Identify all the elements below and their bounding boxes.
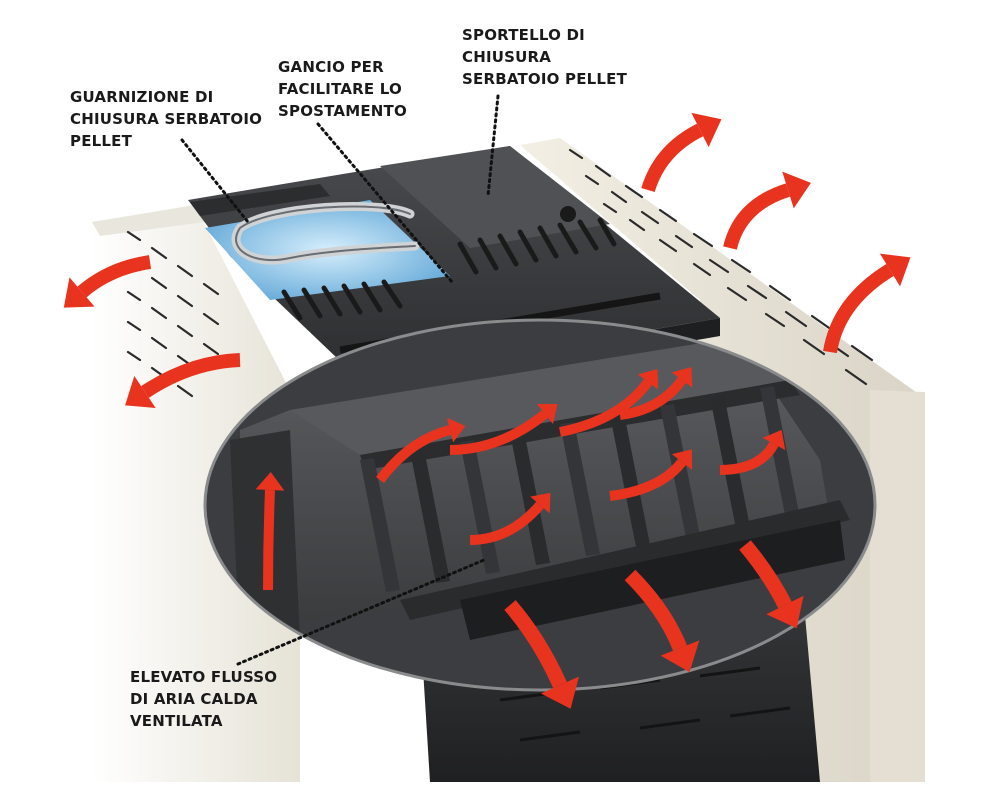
hot-air-arrow: [469, 492, 551, 545]
leader-gasket: [180, 138, 250, 224]
vent-fin: [510, 431, 550, 565]
vent-fin: [760, 386, 800, 520]
hot-air-arrow: [559, 369, 659, 437]
callout-door: SPORTELLO DI CHIUSURA SERBATOIO PELLET: [462, 24, 627, 90]
hot-air-arrow: [125, 353, 241, 408]
callout-hook: GANCIO PER FACILITARE LO SPOSTAMENTO: [278, 56, 407, 122]
hot-air-arrow: [376, 417, 466, 484]
hot-air-arrow: [449, 404, 558, 455]
callout-gasket-line-2: CHIUSURA SERBATOIO: [70, 110, 263, 128]
callout-door-line-2: CHIUSURA: [462, 48, 552, 66]
vent-fin: [610, 413, 650, 547]
callout-door-line-1: SPORTELLO DI: [462, 26, 585, 44]
callout-gasket: GUARNIZIONE DI CHIUSURA SERBATOIO PELLET: [70, 86, 262, 152]
hot-air-arrow: [739, 540, 804, 629]
leader-door: [486, 94, 500, 198]
callout-airflow-line-3: VENTILATA: [130, 712, 223, 730]
callout-hook-line-2: FACILITARE LO: [278, 80, 402, 98]
callout-hook-line-3: SPOSTAMENTO: [278, 102, 407, 120]
hot-air-arrow: [723, 171, 811, 250]
callout-airflow-line-2: DI ARIA CALDA: [130, 690, 258, 708]
vent-fins: [360, 386, 800, 592]
hot-air-arrow: [255, 472, 285, 591]
hot-air-arrow: [619, 367, 693, 420]
hot-air-arrow: [823, 253, 911, 354]
leader-airflow: [236, 558, 486, 666]
callout-airflow-line-1: ELEVATO FLUSSO: [130, 668, 278, 686]
vent-fin: [560, 422, 600, 556]
stove-left-side: [92, 205, 300, 782]
hot-air-arrow: [609, 449, 693, 501]
hot-air-arrow: [719, 429, 786, 475]
leader-lines: [180, 94, 500, 666]
hot-air-arrow: [641, 112, 722, 193]
callout-gasket-line-1: GUARNIZIONE DI: [70, 88, 214, 106]
door-latch: [560, 206, 576, 222]
callout-door-line-3: SERBATOIO PELLET: [462, 70, 628, 88]
callout-gasket-line-3: PELLET: [70, 132, 133, 150]
vent-fin: [710, 395, 750, 529]
leader-hook: [316, 122, 454, 284]
hot-air-arrow: [63, 255, 152, 308]
hot-air-arrows: [63, 112, 911, 709]
callout-airflow: ELEVATO FLUSSO DI ARIA CALDA VENTILATA: [130, 666, 277, 732]
callout-hook-line-1: GANCIO PER: [278, 58, 384, 76]
hot-air-arrow: [624, 569, 700, 673]
hot-air-arrow: [504, 600, 580, 709]
vent-fin: [360, 458, 400, 592]
pellet-tank-door: [380, 146, 610, 248]
vent-fin: [410, 449, 450, 583]
